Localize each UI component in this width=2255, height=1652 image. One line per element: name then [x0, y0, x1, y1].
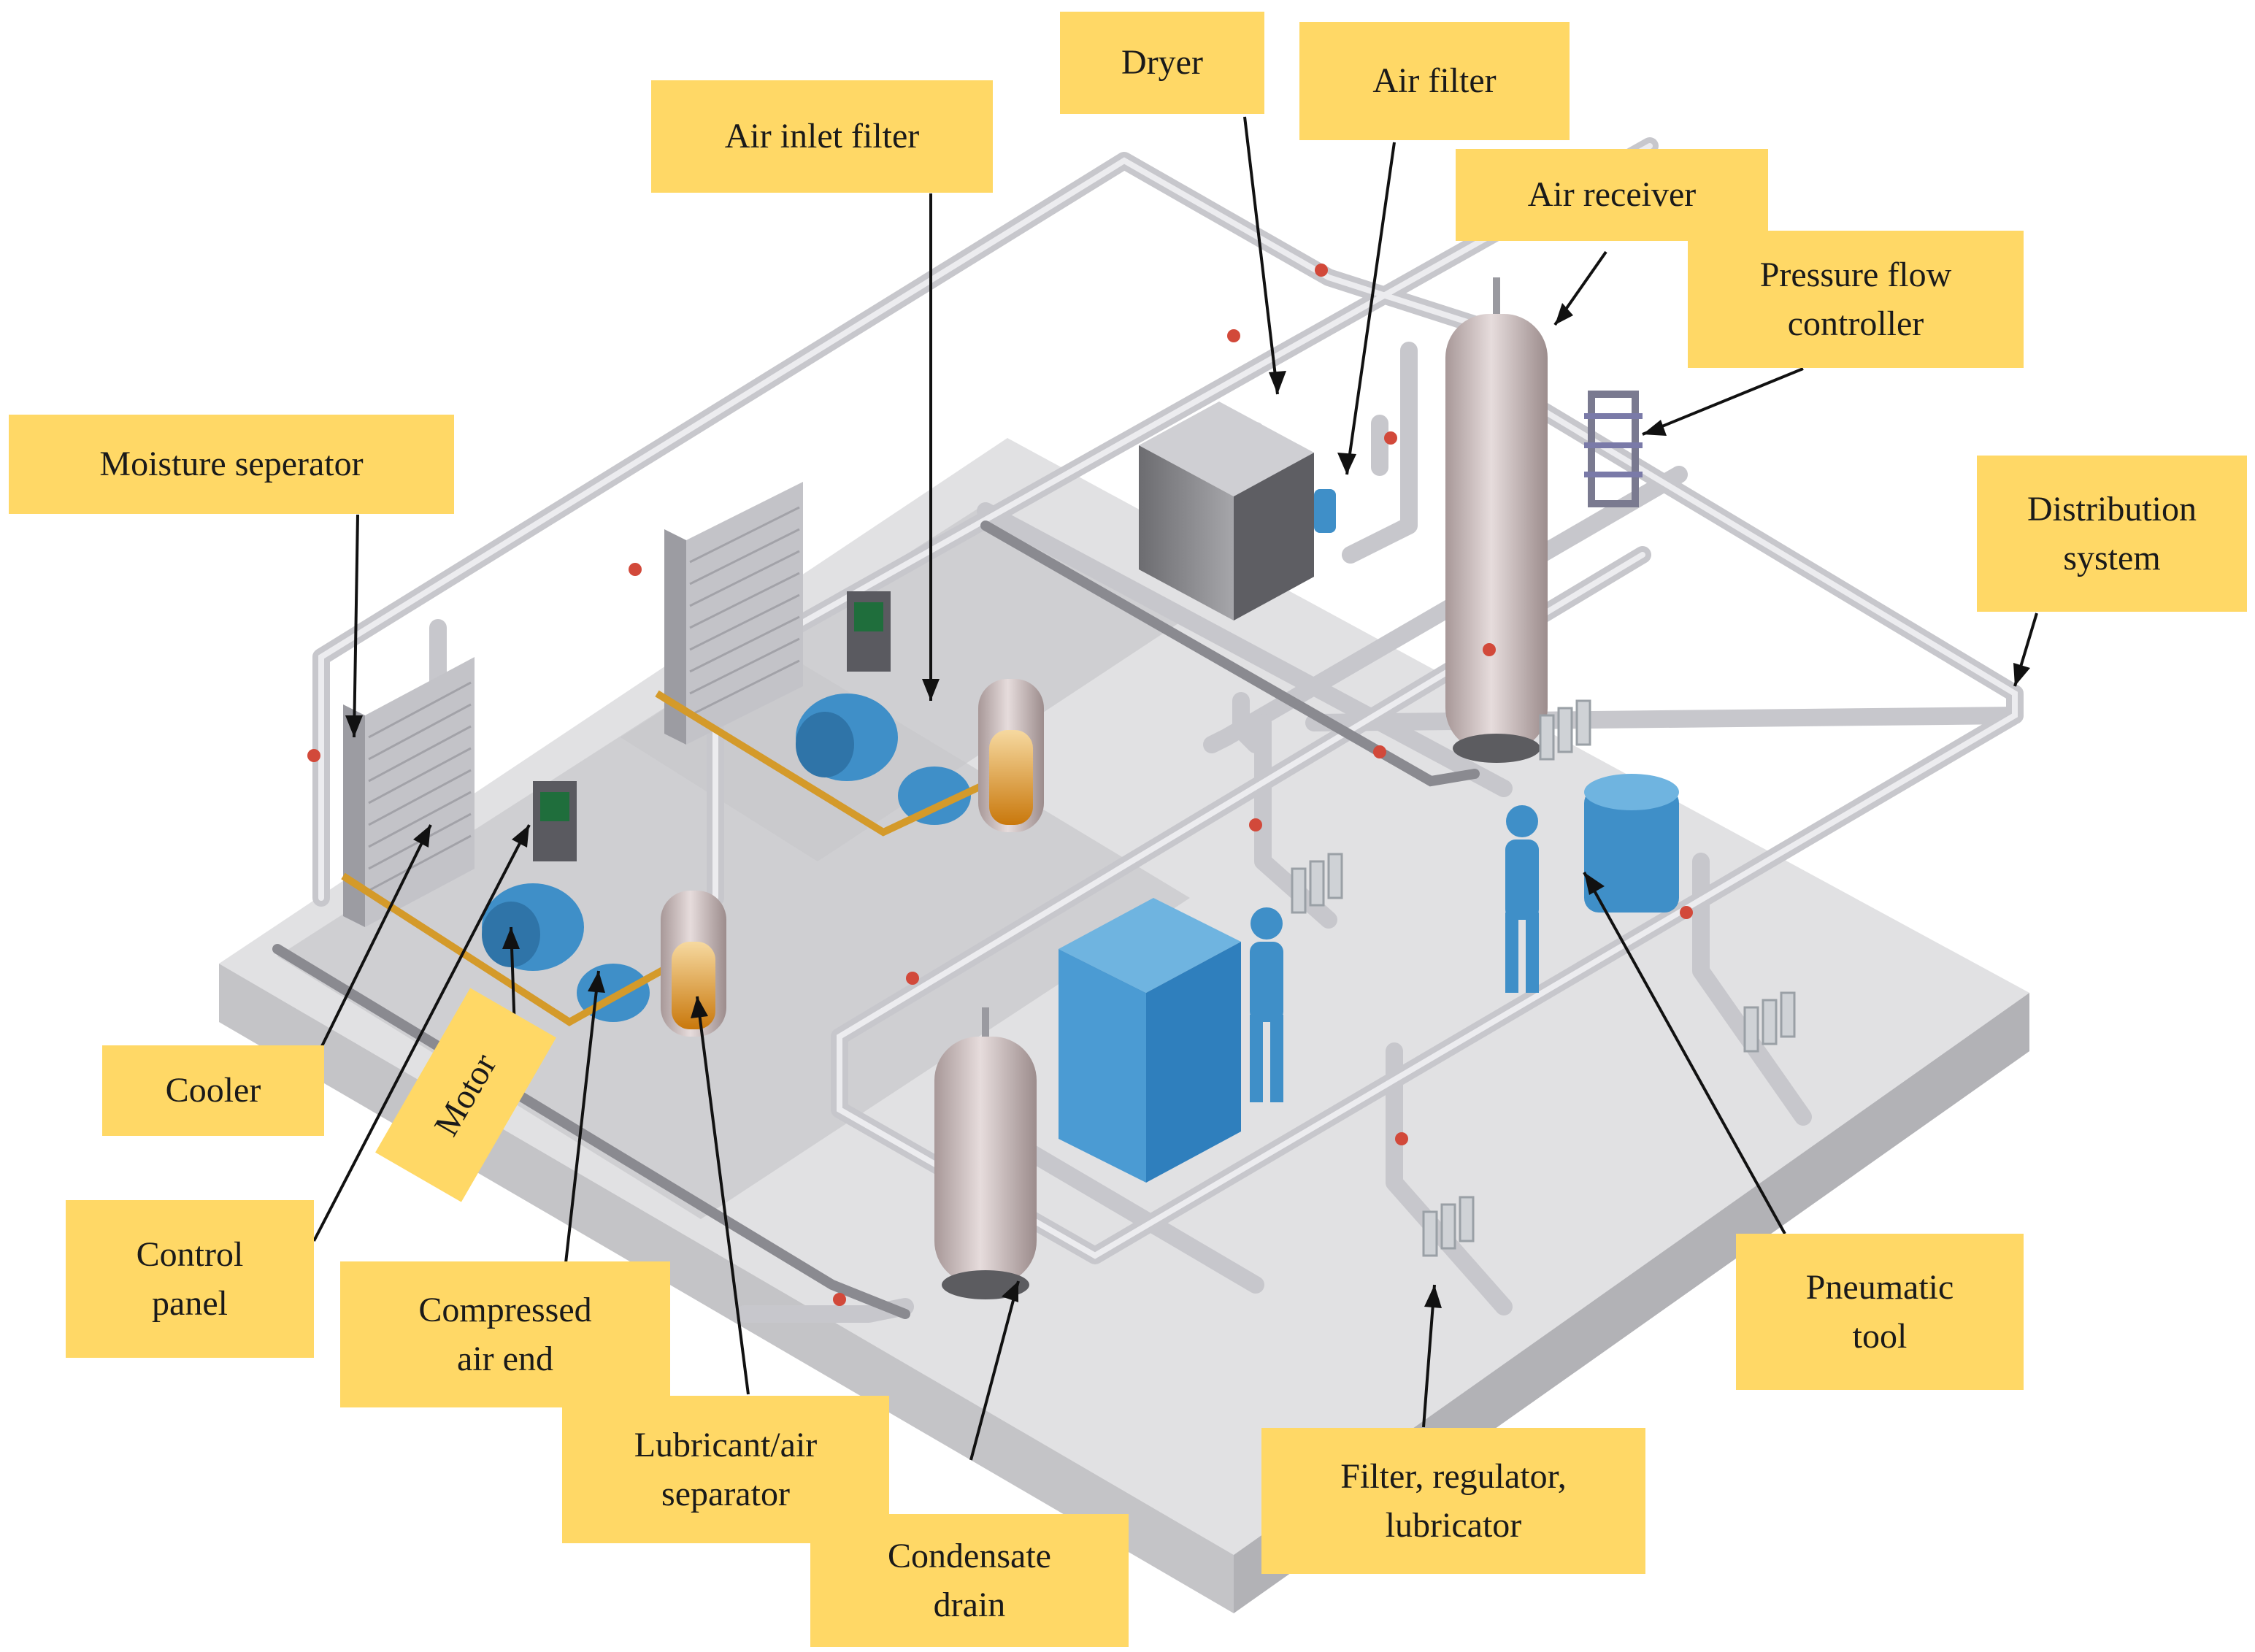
label-pressure-flow-controller-text: Pressure flow controller: [1759, 255, 1952, 343]
air-receiver-tank: [1445, 277, 1643, 763]
compressor-unit-back: [655, 482, 1044, 837]
label-pneumatic-tool: Pneumatic tool: [1736, 1234, 2024, 1390]
label-dryer-text: Dryer: [1121, 43, 1203, 82]
secondary-receiver-tank: [934, 1007, 1037, 1299]
frl-units: [1291, 699, 1796, 1257]
label-control-panel-text: Control panel: [136, 1234, 244, 1323]
label-condensate-drain-text: Condensate drain: [888, 1536, 1051, 1624]
leader-arrows: [312, 116, 2038, 1461]
blue-tank: [1584, 774, 1679, 913]
label-distribution-system: Distribution system: [1977, 456, 2247, 612]
worker-figure-2: [1505, 805, 1539, 993]
label-moisture-separator-text: Moisture seperator: [99, 445, 364, 484]
label-cooler: Cooler: [102, 1045, 324, 1136]
label-filter-regulator-lubricator: Filter, regulator, lubricator: [1261, 1428, 1645, 1574]
label-distribution-system-text: Distribution system: [2027, 489, 2197, 577]
label-pressure-flow-controller: Pressure flow controller: [1688, 231, 2024, 368]
worker-figure-1: [1250, 907, 1283, 1102]
label-air-inlet-filter-text: Air inlet filter: [724, 117, 920, 156]
label-compressed-air-end: Compressed air end: [340, 1261, 670, 1407]
label-control-panel: Control panel: [66, 1200, 314, 1358]
label-air-filter: Air filter: [1299, 22, 1570, 140]
blue-machine: [1059, 898, 1241, 1183]
compressor-unit-front: [341, 657, 726, 1037]
label-air-filter-text: Air filter: [1372, 61, 1497, 101]
label-cooler-text: Cooler: [165, 1071, 261, 1110]
label-lubricant-air-separator-text: Lubricant/air separator: [634, 1425, 818, 1513]
label-compressed-air-end-text: Compressed air end: [418, 1290, 592, 1378]
label-air-receiver: Air receiver: [1456, 149, 1768, 241]
dryer-unit: [1139, 402, 1336, 621]
label-dryer: Dryer: [1060, 12, 1264, 114]
label-motor-text: Motor: [426, 1047, 504, 1143]
label-condensate-drain: Condensate drain: [810, 1514, 1129, 1647]
label-lubricant-air-separator: Lubricant/air separator: [562, 1396, 889, 1543]
label-pneumatic-tool-text: Pneumatic tool: [1805, 1267, 1954, 1356]
arrowheads: [345, 303, 2030, 1308]
label-air-receiver-text: Air receiver: [1527, 175, 1697, 215]
label-air-inlet-filter: Air inlet filter: [651, 80, 993, 193]
valves: [307, 264, 1693, 1306]
label-moisture-separator: Moisture seperator: [9, 415, 454, 514]
label-filter-regulator-lubricator-text: Filter, regulator, lubricator: [1340, 1456, 1567, 1545]
